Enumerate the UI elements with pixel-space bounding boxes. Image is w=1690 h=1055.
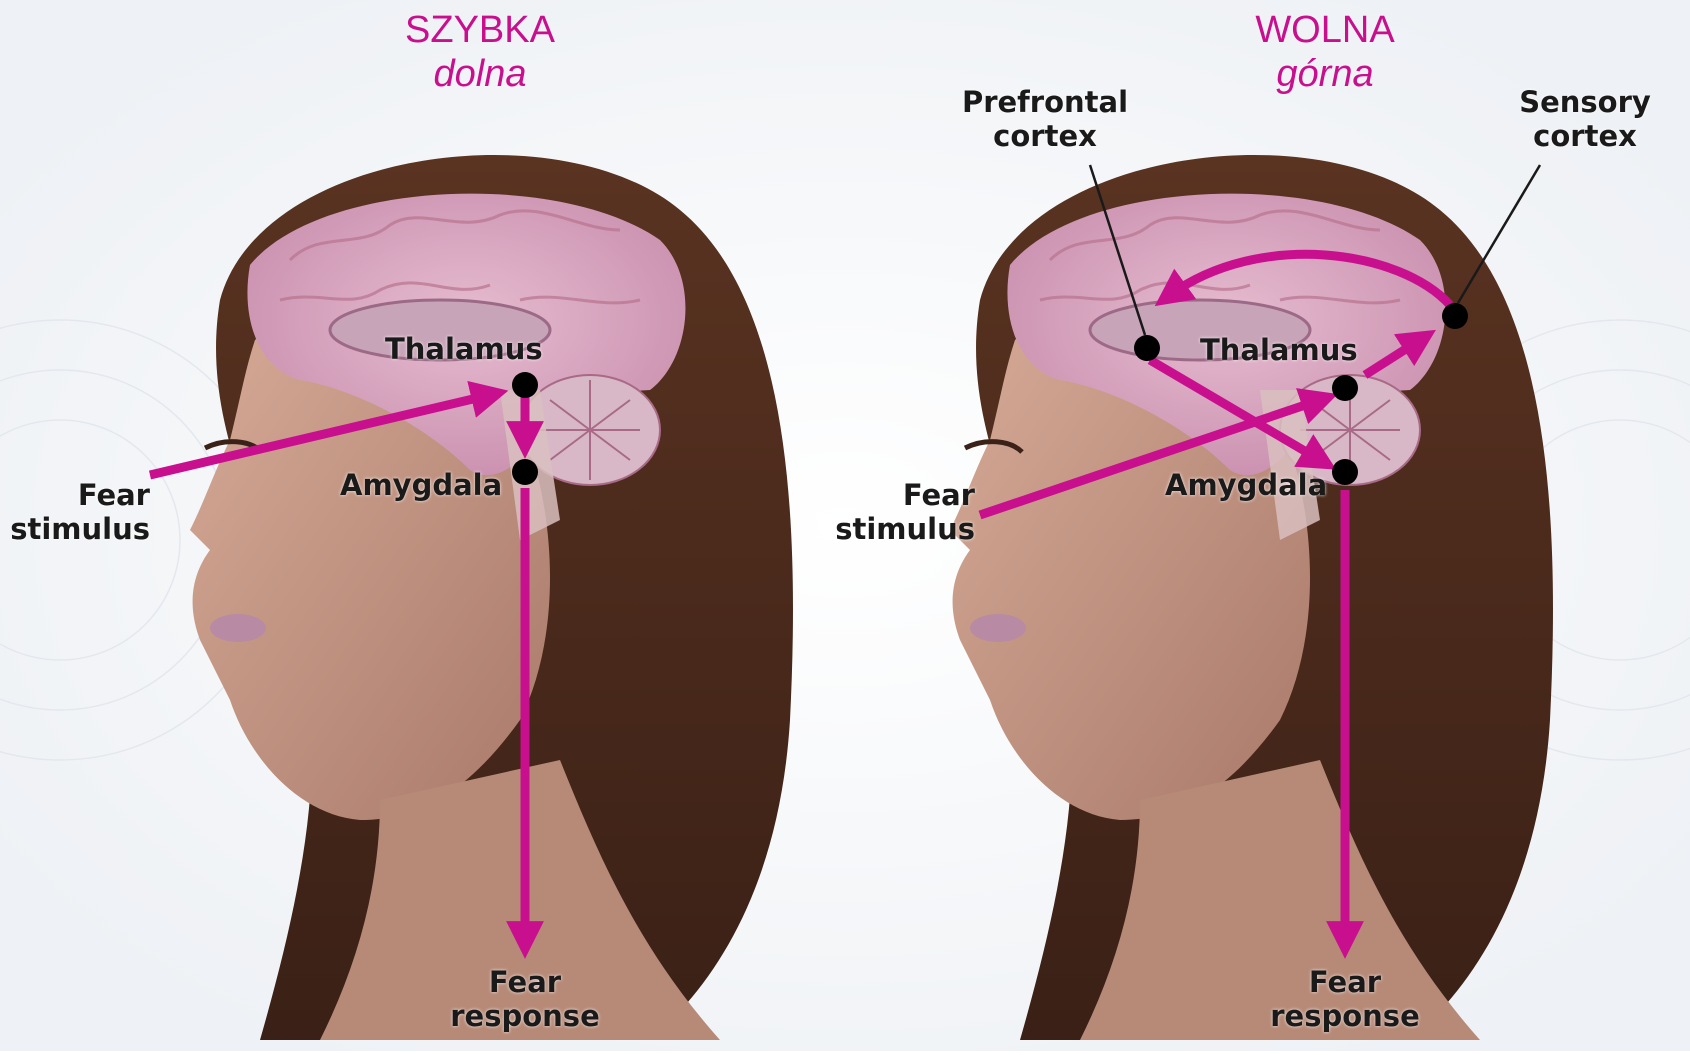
label-thalamus-left: Thalamus [385,332,543,366]
label-fear-response-right: Fear response [1260,965,1430,1033]
lips-right [970,614,1026,642]
label-sensory-cortex: Sensory cortex [1510,85,1660,153]
label-prefrontal-line1: Prefrontal [950,85,1140,119]
node-thalamus-left [512,372,538,398]
lips-left [210,614,266,642]
node-prefrontal-right [1134,335,1160,361]
node-thalamus-right [1332,375,1358,401]
label-amygdala-right: Amygdala [1165,468,1327,502]
label-fear-stimulus-left-line1: Fear [0,478,150,512]
label-thalamus-right: Thalamus [1200,333,1358,367]
node-amygdala-left [512,459,538,485]
label-sensory-line2: cortex [1510,119,1660,153]
label-amygdala-left: Amygdala [340,468,502,502]
node-amygdala-right [1332,459,1358,485]
label-sensory-line1: Sensory [1510,85,1660,119]
label-fear-stimulus-right: Fear stimulus [820,478,975,546]
label-fear-response-left-line2: response [440,999,610,1033]
label-prefrontal-line2: cortex [950,119,1140,153]
label-fear-stimulus-right-line1: Fear [820,478,975,512]
label-fear-stimulus-left: Fear stimulus [0,478,150,546]
label-fear-response-left: Fear response [440,965,610,1033]
label-fear-stimulus-right-line2: stimulus [820,512,975,546]
title-szybka: SZYBKA [330,8,630,52]
subtitle-dolna: dolna [330,52,630,96]
label-prefrontal-cortex: Prefrontal cortex [950,85,1140,153]
panel-title-left: SZYBKA dolna [330,8,630,96]
node-sensory-right [1442,303,1468,329]
title-wolna: WOLNA [1175,8,1475,52]
label-fear-stimulus-left-line2: stimulus [0,512,150,546]
label-fear-response-right-line1: Fear [1260,965,1430,999]
label-fear-response-right-line2: response [1260,999,1430,1033]
label-fear-response-left-line1: Fear [440,965,610,999]
subtitle-gorna: górna [1175,52,1475,96]
panel-title-right: WOLNA górna [1175,8,1475,96]
